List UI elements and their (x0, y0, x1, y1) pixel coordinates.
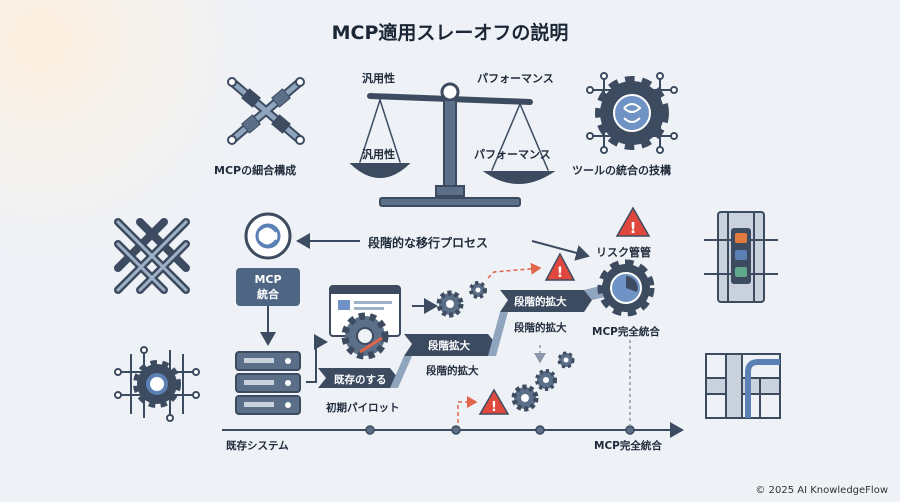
step1-caption: 初期パイロット (326, 402, 400, 414)
step3-caption: 段階的拡大 (514, 322, 567, 334)
risk-label: リスク管管 (596, 246, 651, 259)
step2-caption: 段階的拡大 (426, 365, 479, 377)
timeline-start-label: 既存システム (226, 440, 289, 452)
scale-left-top-label: 汎用性 (362, 72, 395, 85)
warning-icon-top: ! (615, 206, 651, 237)
mcp-complete-caption: MCP完全統合 (592, 326, 660, 338)
page-title: MCP適用スレーオフの説明 (331, 22, 569, 44)
mcp-logo-icon (244, 212, 292, 260)
tool-integration-caption: ツールの統合の技構 (572, 164, 671, 177)
mcp-config-caption: MCPの細合構成 (214, 164, 297, 177)
scale-left-pan-label: 汎用性 (362, 148, 395, 161)
step3-label: 段階的拡大 (514, 296, 567, 308)
process-gear-icon (341, 312, 389, 360)
balance-scale-icon (349, 82, 556, 207)
scale-right-top-label: パフォーマンス (477, 72, 554, 85)
mcp-complete-gear-icon (597, 259, 655, 317)
migration-process-label: 段階的な移行プロセス (368, 236, 489, 250)
circuit-gear-icon (114, 346, 200, 422)
tool-gear-icon (586, 72, 678, 154)
timeline-end-label: MCP完全統合 (594, 440, 662, 452)
woven-network-icon (114, 218, 190, 294)
warning-icon-low: ! (478, 388, 510, 415)
svg-text:!: ! (557, 265, 563, 281)
lower-gears-icon (511, 351, 575, 412)
step2-label: 段階拡大 (428, 340, 470, 352)
road-junction-icon (705, 353, 781, 419)
scale-right-pan-label: パフォーマンス (474, 148, 551, 161)
warning-icon-mid: ! (544, 252, 576, 281)
connector-cluster-icon (227, 77, 305, 145)
copyright-footer: © 2025 AI KnowledgeFlow (755, 485, 888, 496)
stair-step-ribbons (318, 286, 610, 388)
server-stack-icon (235, 351, 301, 415)
svg-text:!: ! (491, 400, 497, 415)
traffic-signal-icon (704, 211, 778, 303)
step1-label: 既存のする (334, 374, 387, 386)
mcp-integration-tag: MCP 統合 (236, 268, 300, 306)
small-gears-icon (436, 281, 487, 318)
svg-text:!: ! (630, 219, 637, 237)
